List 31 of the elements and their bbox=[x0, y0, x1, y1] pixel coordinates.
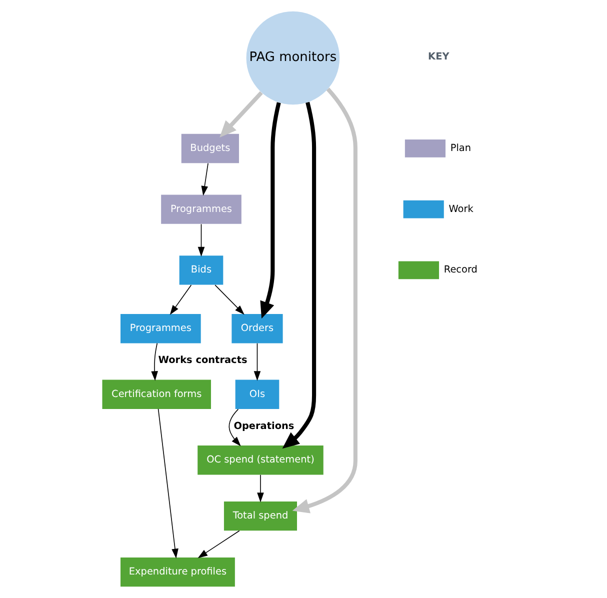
node-box: Budgets bbox=[181, 134, 239, 164]
edge-label: Operations bbox=[234, 420, 294, 432]
node-circle: PAG monitors bbox=[246, 11, 340, 105]
arrow bbox=[260, 102, 281, 319]
arrow bbox=[158, 408, 178, 558]
arrow bbox=[254, 342, 261, 381]
legend-label: Work bbox=[448, 204, 474, 215]
node-box: Total spend bbox=[224, 501, 297, 531]
arrow bbox=[198, 224, 205, 257]
edge-label: Works contracts bbox=[158, 355, 248, 366]
arrow bbox=[198, 530, 240, 558]
arrow bbox=[282, 102, 316, 449]
arrow bbox=[220, 91, 263, 138]
node-box: Programmes bbox=[120, 314, 201, 344]
node-box: Expenditure profiles bbox=[120, 557, 235, 587]
arrow bbox=[228, 408, 241, 446]
arrow bbox=[214, 284, 244, 315]
legend-label: Record bbox=[444, 264, 478, 276]
arrow bbox=[292, 88, 358, 514]
node-box: Programmes bbox=[161, 194, 242, 224]
node-box: Bids bbox=[179, 256, 224, 285]
node-box: Certification forms bbox=[102, 380, 211, 409]
arrow bbox=[201, 162, 208, 196]
node-box: Orders bbox=[232, 314, 283, 344]
node-box: OC spend (statement) bbox=[198, 445, 324, 475]
label: KEY bbox=[428, 52, 450, 63]
legend-label: Plan bbox=[450, 142, 472, 154]
arrow bbox=[170, 284, 192, 315]
arrow bbox=[151, 342, 158, 381]
node-box: OIs bbox=[235, 380, 280, 409]
arrow bbox=[257, 474, 264, 502]
